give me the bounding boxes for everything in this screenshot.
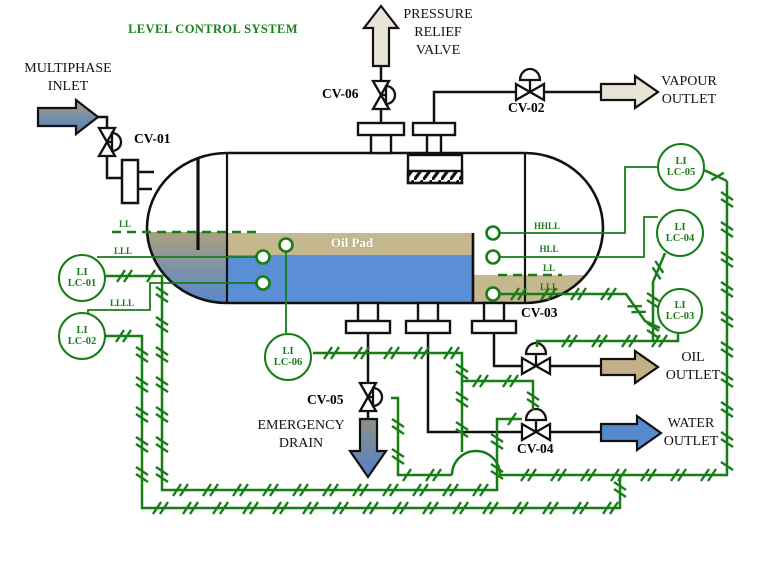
inlet-nozzle-flange (120, 158, 140, 205)
level-tap (255, 275, 271, 291)
emergency-drain-arrow (347, 417, 389, 479)
oil-outlet-arrow (599, 348, 660, 386)
valve-label-cv01: CV-01 (134, 131, 171, 146)
valve-cv-02 (514, 67, 546, 102)
valve-cv-03 (520, 341, 552, 376)
pressure-relief-arrow (361, 4, 401, 68)
level-label-ll-right: LL (542, 263, 555, 273)
valve-label-cv03: CV-03 (521, 305, 558, 320)
bottom-piping (366, 333, 601, 434)
level-tap (485, 286, 501, 302)
level-label-ll-left: LL (118, 219, 131, 229)
valve-label-cv06: CV-06 (322, 86, 359, 101)
multiphase-inlet-arrow (36, 97, 100, 137)
bottom-nozzles (344, 301, 518, 335)
valve-cv-06 (371, 79, 397, 111)
top-nozzles (356, 121, 457, 155)
water-outlet-label: WATER OUTLET (663, 416, 719, 449)
emergency-drain-label: EMERGENCY DRAIN (257, 418, 345, 451)
mist-eliminator (406, 153, 464, 185)
level-taps (255, 225, 501, 302)
vessel (145, 151, 605, 305)
level-label-llll-left: LLLL (109, 298, 134, 308)
level-dashed-lines (112, 230, 562, 277)
level-label-hll: HLL (539, 244, 559, 254)
valve-label-cv04: CV-04 (517, 441, 554, 456)
oil-pad-label: Oil Pad (330, 235, 374, 250)
valve-cv-05 (358, 381, 384, 413)
level-tap (485, 225, 501, 241)
multiphase-inlet-label: MULTIPHASE INLET (24, 61, 112, 94)
water-outlet-arrow (599, 413, 663, 453)
valve-label-cv05: CV-05 (307, 392, 344, 407)
signal-lines (87, 166, 734, 515)
level-label-lll-right: LLL (539, 282, 558, 292)
vapour-outlet-arrow (599, 73, 660, 111)
oil-outlet-label: OIL OUTLET (665, 350, 721, 383)
level-label-hhll: HHLL (533, 221, 560, 231)
overhead-piping (379, 64, 601, 123)
page-title: LEVEL CONTROL SYSTEM (128, 22, 298, 36)
vapour-outlet-label: VAPOUR OUTLET (661, 74, 717, 107)
level-label-lll-left: LLL (113, 246, 132, 256)
level-tap (278, 237, 294, 253)
valve-cv-04 (520, 407, 552, 442)
inlet-piping (97, 115, 154, 191)
valve-label-cv02: CV-02 (508, 100, 545, 115)
pressure-relief-valve-label: PRESSURE RELIEF VALVE (403, 7, 473, 58)
level-tap (485, 249, 501, 265)
level-tap (255, 249, 271, 265)
valve-cv-01 (97, 126, 123, 158)
